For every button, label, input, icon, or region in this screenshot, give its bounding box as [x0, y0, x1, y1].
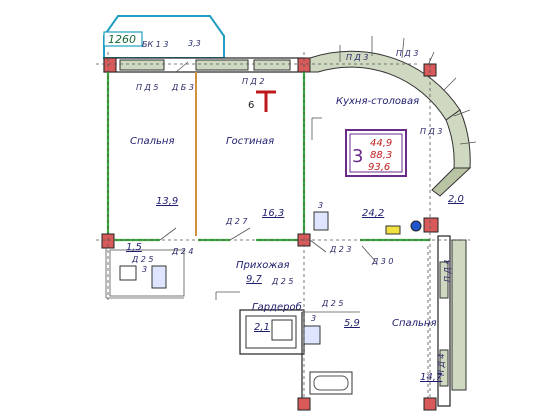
code-pd2: П Д 2 [242, 77, 264, 86]
wardrobe-fixture [271, 319, 293, 341]
code-pd5: П Д 5 [136, 83, 158, 92]
column-bottom-center [297, 397, 311, 411]
window-bedroom2-a [439, 261, 449, 299]
bathtub-inner [313, 375, 349, 391]
code-db3: Д Б 3 [171, 83, 194, 92]
summary-box [345, 129, 407, 177]
column-top-left [103, 57, 117, 73]
area-wardrobe: 2,1 [254, 322, 270, 333]
code-d27: Д 2 7 [225, 217, 248, 226]
area-hall: 9,7 [246, 274, 263, 285]
door-swing-bedroom2 [361, 245, 377, 263]
code-pd3-a: П Д 3 [346, 53, 368, 62]
code-d23: Д 2 3 [329, 245, 352, 254]
wc1-toilet [151, 265, 167, 289]
label-wardrobe: Гардероб [252, 301, 302, 313]
code-d33-top: 3,3 [188, 39, 201, 48]
door-swing-bedroom1 [159, 227, 177, 241]
summary-total-balcony: 93,6 [368, 162, 390, 173]
code-bk13: БК 1 3 [142, 40, 168, 49]
code-pd3-c: П Д 3 [420, 127, 442, 136]
wc2-mark: 3 [311, 314, 316, 323]
area-kitchen: 24,2 [362, 208, 384, 219]
door-swing-living [229, 227, 251, 241]
kitchen-wc [313, 211, 329, 231]
unit-number: 6 [248, 100, 254, 111]
unit-marker-icon [256, 90, 276, 112]
label-bedroom1: Спальня [130, 136, 175, 147]
balcony-right [451, 239, 467, 391]
area-bedroom2: 14,7 [420, 372, 443, 383]
code-d25-b: Д 2 5 [271, 277, 294, 286]
wc1-sink [119, 265, 137, 281]
code-d25-c: Д 2 5 [321, 299, 344, 308]
area-bath2: 5,9 [344, 318, 360, 329]
wc3-mark: 3 [318, 201, 323, 210]
label-bedroom2: Спальня [392, 318, 437, 329]
window-bedroom1 [119, 59, 165, 71]
area-balcony-right: 2,0 [448, 194, 464, 205]
column-right [423, 217, 439, 233]
code-pd4-a: П Д 4 [443, 260, 452, 282]
summary-living: 44,9 [370, 138, 392, 149]
bay-window [309, 36, 477, 197]
balcony-area-text: 1260 [108, 33, 136, 46]
wc1-outline [109, 249, 185, 297]
code-d24: Д 2 4 [171, 247, 194, 256]
wc1-mark: 3 [142, 265, 147, 274]
code-pd3-b: П Д 3 [396, 49, 418, 58]
code-d25-a: Д 2 5 [131, 255, 154, 264]
label-kitchen: Кухня-столовая [336, 96, 419, 107]
summary-rooms: 3 [352, 146, 363, 167]
balcony-area-badge [103, 31, 143, 47]
door-swing-kitchen [309, 239, 327, 253]
window-living [195, 59, 249, 71]
area-bedroom1: 13,9 [156, 196, 178, 207]
kitchen-stove [385, 225, 401, 235]
code-pd4-b: П Д 4 [437, 354, 446, 376]
label-living: Гостиная [226, 136, 274, 147]
window-bedroom2-b [439, 349, 449, 387]
wardrobe-item [303, 325, 321, 345]
column-bottom-right [423, 397, 437, 411]
summary-total: 88,3 [370, 150, 392, 161]
code-d30: Д 3 0 [371, 257, 394, 266]
label-hall: Прихожая [236, 260, 290, 271]
window-living2 [253, 59, 291, 71]
summary-inner [349, 133, 403, 173]
wc1-area: 1,5 [126, 242, 142, 253]
area-living: 16,3 [262, 208, 284, 219]
kitchen-riser [410, 220, 422, 232]
